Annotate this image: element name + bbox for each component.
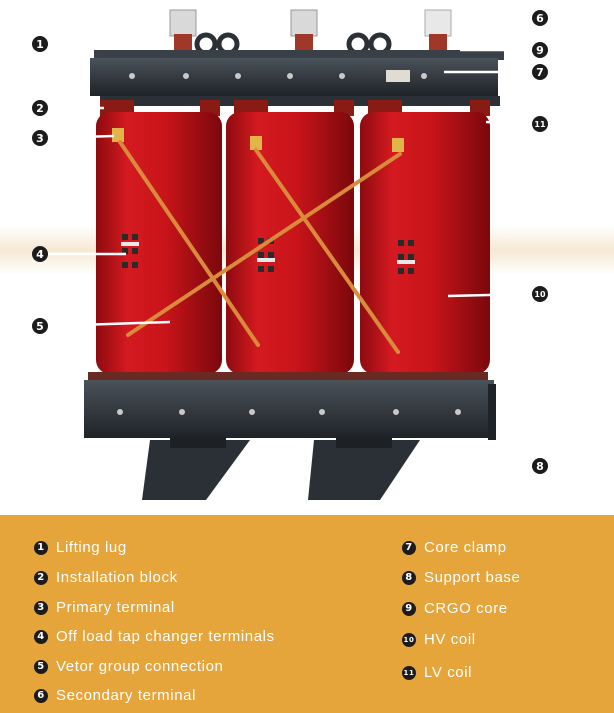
legend-item: 4 Off load tap changer terminals (34, 628, 275, 645)
legend-badge: 8 (402, 570, 416, 585)
callout-number: 11 (534, 120, 546, 129)
secondary-terminals (169, 9, 452, 52)
legend-label: CRGO core (424, 600, 508, 617)
legend-badge: 1 (34, 540, 48, 555)
legend-item: 7 Core clamp (402, 539, 507, 556)
legend-label: Off load tap changer terminals (56, 628, 275, 645)
callout-badge-1: 1 (32, 36, 48, 52)
support-base (84, 372, 496, 500)
legend-label: Support base (424, 569, 521, 586)
callout-badge-3: 3 (32, 130, 48, 146)
top-core-clamp (90, 50, 504, 106)
legend-badge: 9 (402, 601, 416, 616)
coils (96, 112, 490, 374)
callout-number: 5 (36, 320, 44, 333)
hv-coil-left (96, 112, 222, 374)
callout-number: 3 (36, 132, 44, 145)
transformer-figure: 1 2 3 4 5 6 7 8 9 10 11 (0, 9, 614, 500)
callout-badge-11: 11 (532, 116, 548, 132)
legend-item: 2 Installation block (34, 569, 178, 586)
callout-number: 8 (536, 460, 544, 473)
legend-label: Lifting lug (56, 539, 127, 556)
legend-item: 8 Support base (402, 569, 520, 586)
legend-item: 1 Lifting lug (34, 539, 127, 556)
callout-number: 6 (536, 12, 544, 25)
callout-badge-10: 10 (532, 286, 548, 302)
callout-number: 10 (534, 290, 546, 299)
primary-terminals (112, 128, 404, 152)
legend-badge: 2 (34, 570, 48, 585)
legend-label: Primary terminal (56, 599, 175, 616)
callout-badge-2: 2 (32, 100, 48, 116)
transformer-illustration: 1 2 3 4 5 6 7 8 9 10 11 (0, 9, 614, 500)
callout-badge-4: 4 (32, 246, 48, 262)
callout-badge-6: 6 (532, 10, 548, 26)
legend-item: 11 LV coil (402, 664, 472, 681)
callout-badge-9: 9 (532, 42, 548, 58)
legend-label: HV coil (424, 631, 476, 648)
hv-coil-middle (226, 112, 354, 374)
vector-group-connection (118, 140, 402, 354)
callout-number: 4 (36, 248, 44, 261)
legend-item: 9 CRGO core (402, 600, 508, 617)
legend-badge: 4 (34, 629, 48, 644)
legend-panel: 1 Lifting lug 2 Installation block 3 Primar… (0, 515, 614, 713)
legend-badge: 10 (402, 632, 416, 647)
callout-number: 7 (536, 66, 544, 79)
legend-badge: 5 (34, 659, 48, 674)
hv-coil-right (360, 112, 490, 374)
callout-number: 1 (36, 38, 44, 51)
legend-item: 10 HV coil (402, 631, 476, 648)
legend-badge: 11 (402, 665, 416, 680)
legend-item: 5 Vetor group connection (34, 658, 223, 675)
legend-badge: 6 (34, 688, 48, 703)
legend-badge: 3 (34, 600, 48, 615)
callout-number: 9 (536, 44, 544, 57)
legend-badge: 7 (402, 540, 416, 555)
callout-badge-7: 7 (532, 64, 548, 80)
legend-label: Core clamp (424, 539, 507, 556)
callout-badge-5: 5 (32, 318, 48, 334)
legend-item: 3 Primary terminal (34, 599, 175, 616)
legend-label: Secondary terminal (56, 687, 197, 704)
legend-label: LV coil (424, 664, 473, 681)
legend-label: Installation block (56, 569, 178, 586)
callout-leaders (47, 16, 531, 468)
legend-label: Vetor group connection (56, 658, 224, 675)
callout-number: 2 (36, 102, 44, 115)
callout-badge-8: 8 (532, 458, 548, 474)
legend-item: 6 Secondary terminal (34, 687, 196, 704)
